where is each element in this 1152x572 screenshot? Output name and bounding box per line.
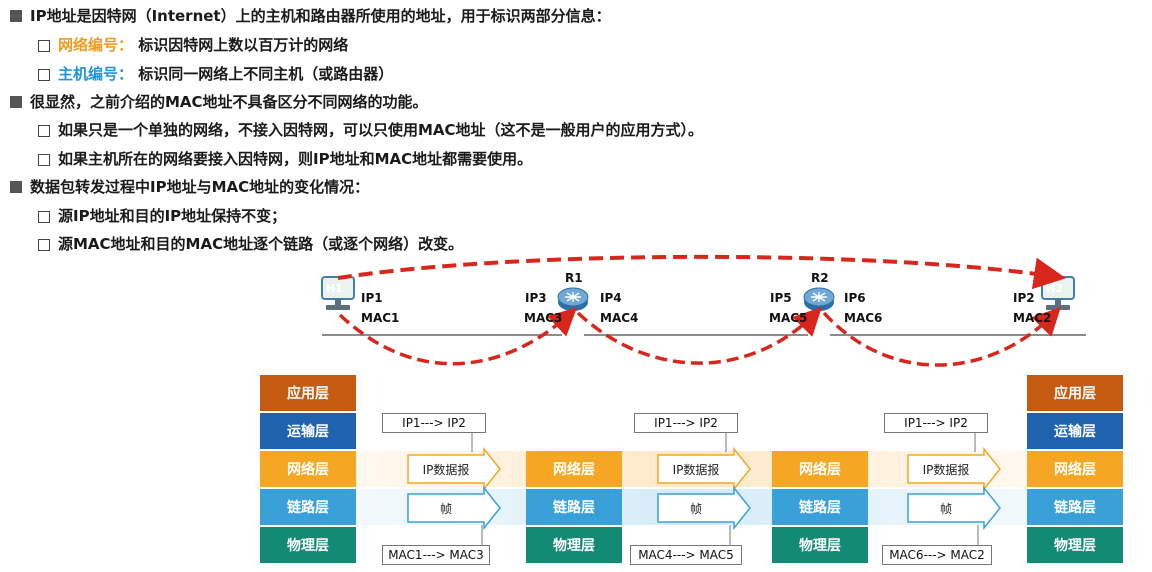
r1-mac-left-label: MAC3 [524,311,563,325]
square-bullet-icon [10,10,22,22]
bullet-mac-changes: 源MAC地址和目的MAC地址逐个链路（或逐个网络）改变。 [38,234,463,254]
router-r2-icon [803,287,835,311]
h2-transport-layer: 运输层 [1027,413,1123,449]
h1-mac-label: MAC1 [361,311,400,325]
segment-2-ip-header: IP1---> IP2 [634,413,738,433]
network-number-term: 网络编号： [58,36,134,54]
segment-3-frame: 帧 [939,501,952,516]
r2-ip-left-label: IP5 [770,291,792,305]
router-r2-name: R2 [811,271,829,285]
router-r1-name: R1 [565,271,583,285]
checkbox-bullet-icon [38,211,50,223]
h1-datalink-layer: 链路层 [260,489,356,525]
segment-1-ip-header: IP1---> IP2 [382,413,486,433]
r1-ip-left-label: IP3 [525,291,547,305]
checkbox-bullet-icon [38,40,50,52]
r1-ip-right-label: IP4 [600,291,622,305]
square-bullet-icon [10,96,22,108]
segment-2-mac-header: MAC4---> MAC5 [630,545,742,565]
square-bullet-icon [10,181,22,193]
h1-transport-layer: 运输层 [260,413,356,449]
h1-physical-layer: 物理层 [260,527,356,563]
host-number-term: 主机编号： [58,65,134,83]
h2-ip-label: IP2 [1013,291,1035,305]
r2-mac-right-label: MAC6 [844,311,883,325]
r1-physical-layer: 物理层 [526,527,622,563]
h1-ip-label: IP1 [361,291,383,305]
packet-shapes [407,446,1001,531]
host-h1-name: H1 [326,282,343,295]
bullet-single-network: 如果只是一个单独的网络，不接入因特网，可以只使用MAC地址（这不是一般用户的应用… [38,120,703,140]
segment-2-ip-datagram: IP数据报 [672,462,720,477]
h1-network-layer: 网络层 [260,451,356,487]
end-to-end-ip-arrow [337,254,1066,290]
r1-datalink-layer: 链路层 [526,489,622,525]
h2-datalink-layer: 链路层 [1027,489,1123,525]
h2-physical-layer: 物理层 [1027,527,1123,563]
hop-arrow-1 [338,307,578,366]
r2-network-layer: 网络层 [772,451,868,487]
hop-arrow-2 [576,307,822,365]
host-h2-name: H2 [1046,282,1063,295]
h2-mac-label: MAC2 [1013,311,1052,325]
bullet-ip-unchanged: 源IP地址和目的IP地址保持不变； [38,206,286,226]
r2-mac-left-label: MAC5 [769,311,808,325]
hop-arrow-3 [822,306,1061,367]
bullet-mac-limitation: 很显然，之前介绍的MAC地址不具备区分不同网络的功能。 [10,92,428,112]
h1-application-layer: 应用层 [260,375,356,411]
checkbox-bullet-icon [38,69,50,81]
router-r1-icon [557,287,589,311]
h2-application-layer: 应用层 [1027,375,1123,411]
bullet-forwarding-changes: 数据包转发过程中IP地址与MAC地址的变化情况： [10,177,369,197]
r2-ip-right-label: IP6 [844,291,866,305]
segment-3-ip-header: IP1---> IP2 [884,413,988,433]
segment-1-frame: 帧 [439,501,452,516]
bullet-host-number: 主机编号： 标识同一网络上不同主机（或路由器） [38,64,393,84]
r2-physical-layer: 物理层 [772,527,868,563]
checkbox-bullet-icon [38,125,50,137]
segment-1-ip-datagram: IP数据报 [422,462,470,477]
segment-3-ip-datagram: IP数据报 [922,462,970,477]
segment-1-mac-header: MAC1---> MAC3 [382,545,490,565]
r2-datalink-layer: 链路层 [772,489,868,525]
r1-network-layer: 网络层 [526,451,622,487]
h2-network-layer: 网络层 [1027,451,1123,487]
bullet-internet-access: 如果主机所在的网络要接入因特网，则IP地址和MAC地址都需要使用。 [38,149,532,169]
callout-lines [471,433,979,545]
segment-3-mac-header: MAC6---> MAC2 [882,545,992,565]
segment-2-frame: 帧 [689,501,702,516]
checkbox-bullet-icon [38,239,50,251]
checkbox-bullet-icon [38,154,50,166]
bullet-network-number: 网络编号： 标识因特网上数以百万计的网络 [38,35,348,55]
r1-mac-right-label: MAC4 [600,311,639,325]
bullet-ip-definition: IP地址是因特网（Internet）上的主机和路由器所使用的地址，用于标识两部分… [10,6,611,26]
